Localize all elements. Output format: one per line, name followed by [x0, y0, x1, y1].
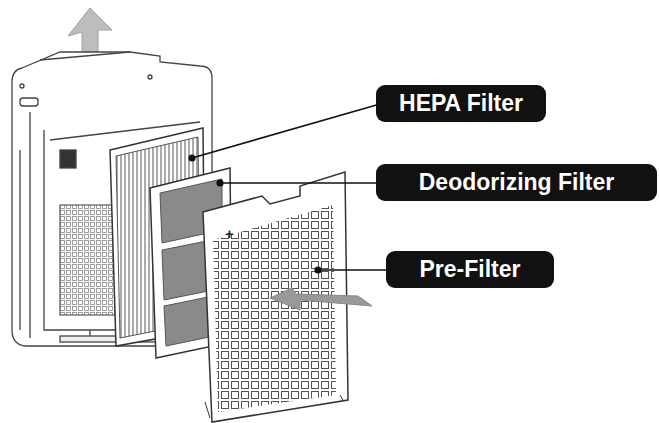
intake-arrow: [270, 288, 372, 310]
part-name: Pre-Filter: [420, 258, 521, 281]
symbol-mark: +: [225, 226, 234, 241]
label-box: Deodorizing Filter: [376, 164, 657, 201]
label-box: Pre-Filter: [386, 251, 554, 288]
part-name: HEPA Filter: [399, 92, 523, 115]
airflow-arrow: [68, 8, 112, 58]
part-name: Deodorizing Filter: [419, 171, 615, 194]
label-box: HEPA Filter: [376, 85, 546, 122]
leader-line: [189, 104, 388, 273]
